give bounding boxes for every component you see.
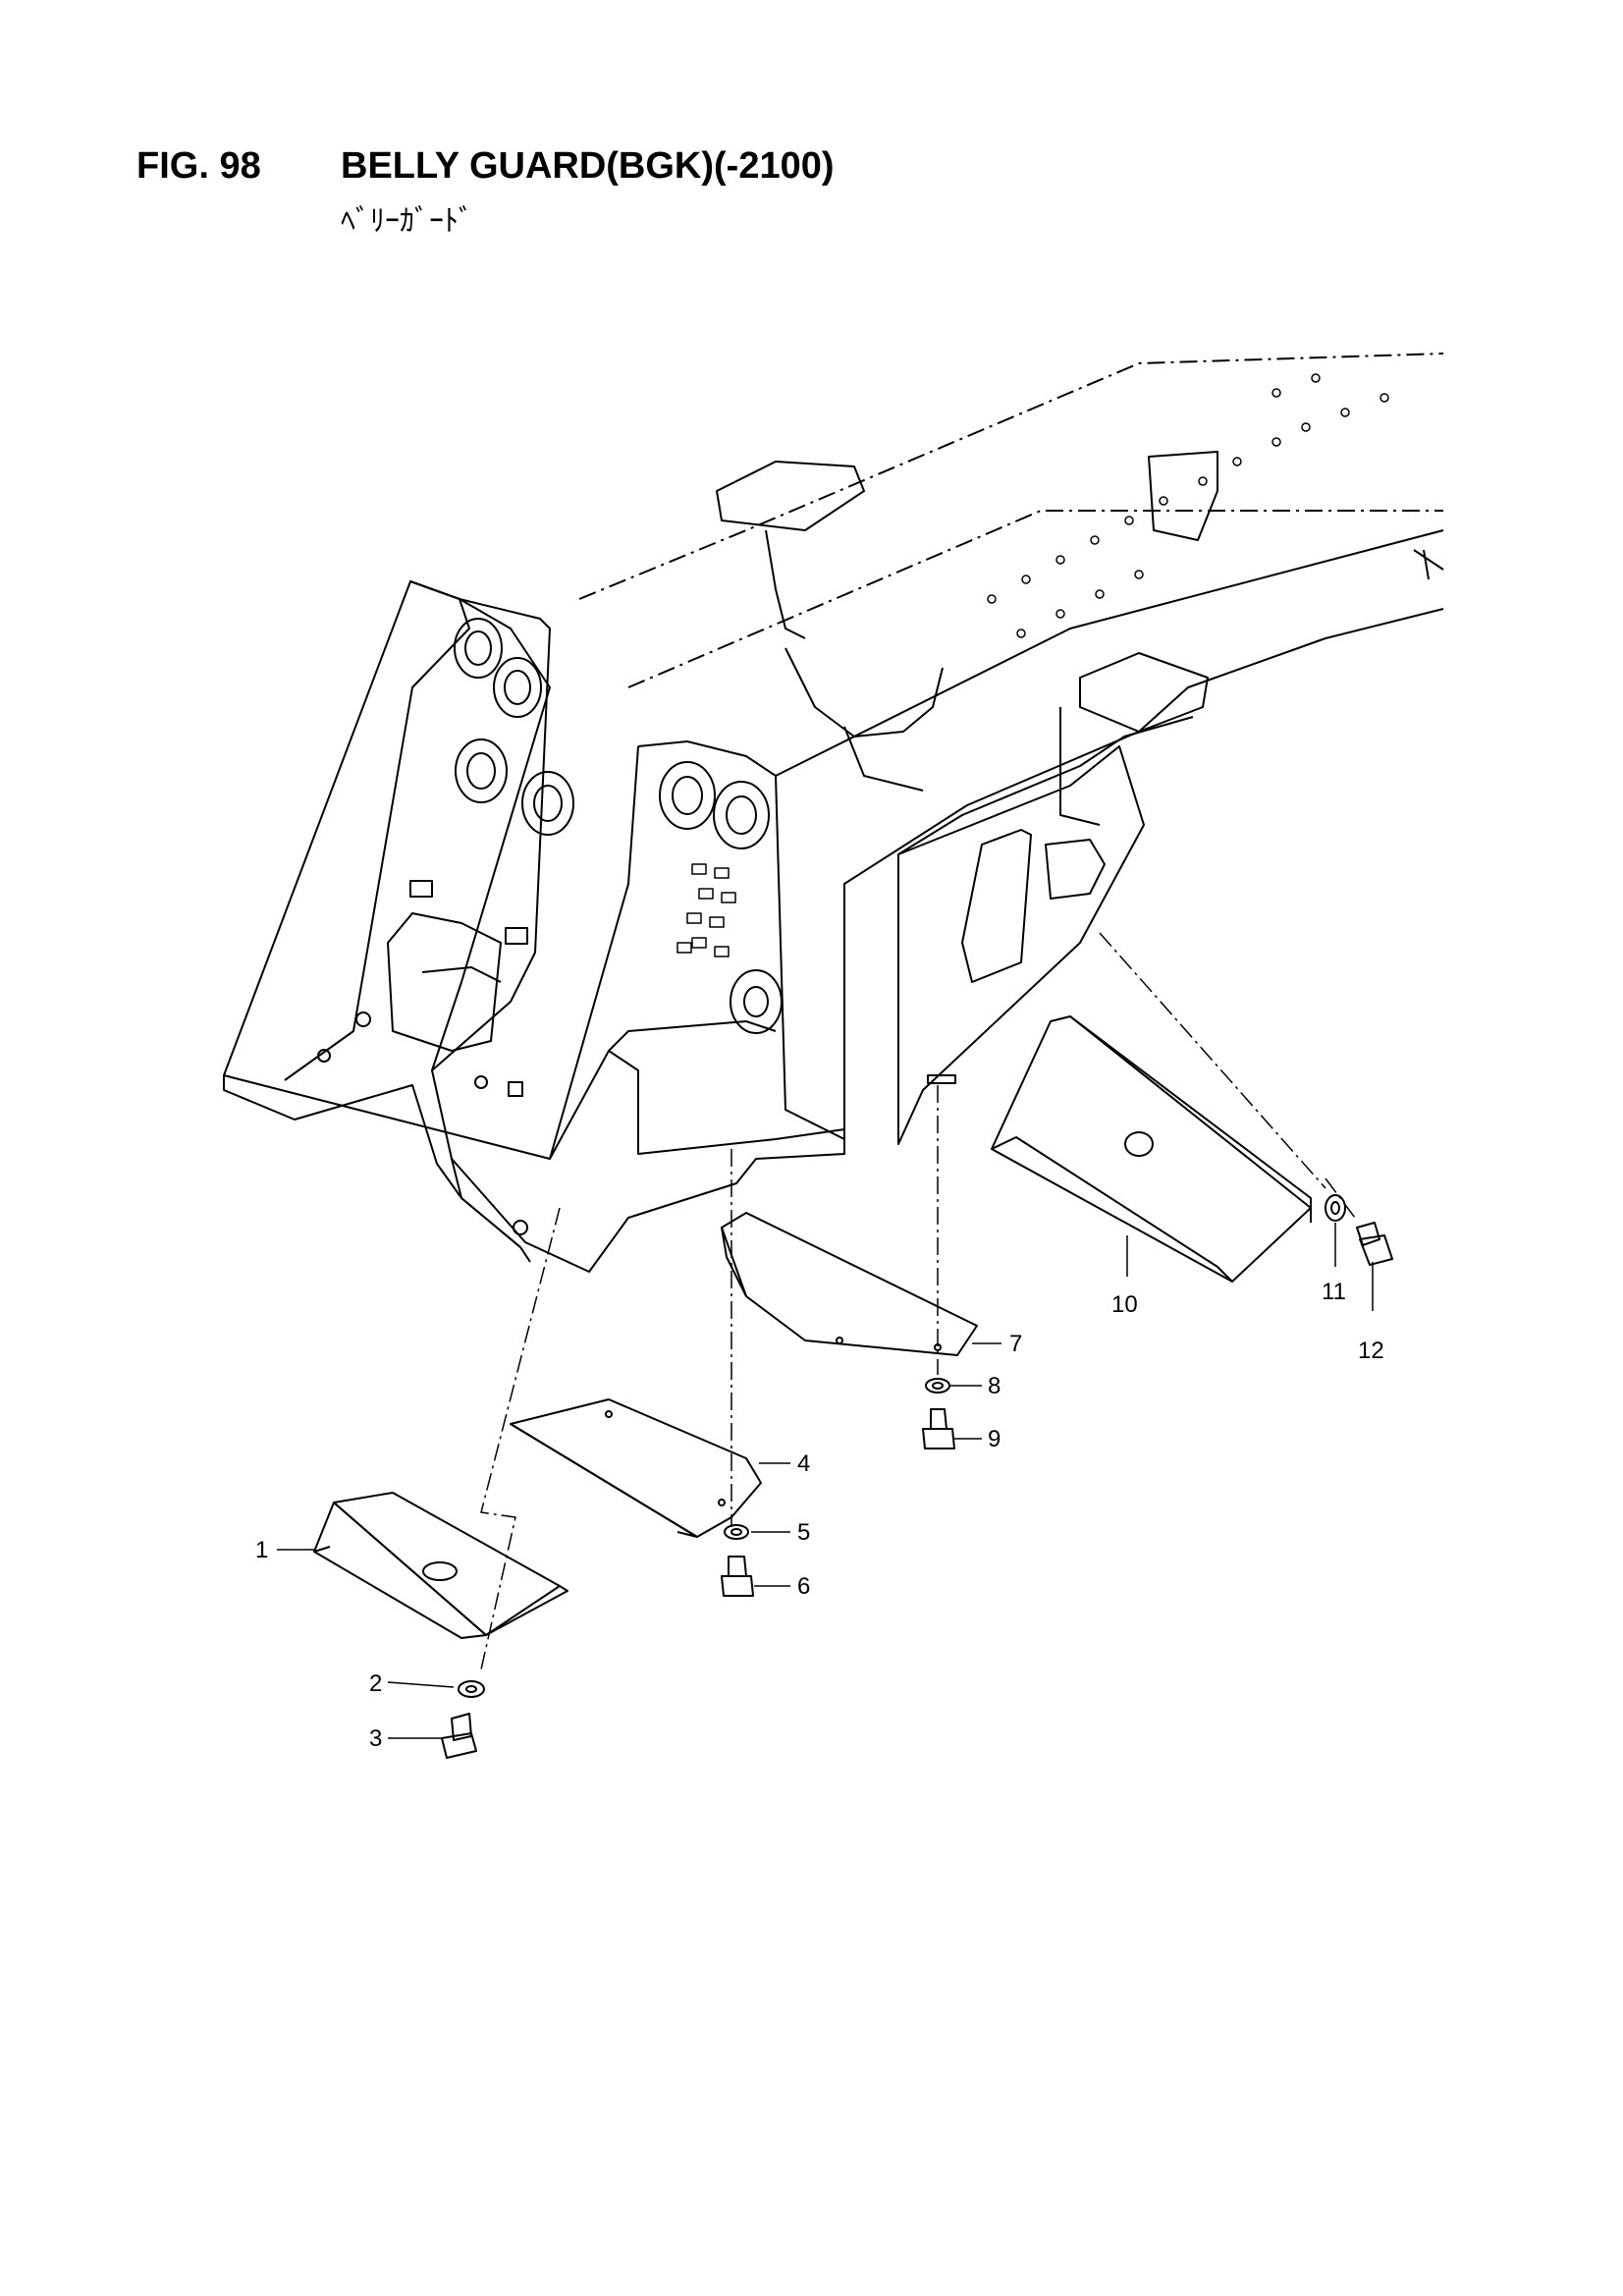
part-12-bolt — [1356, 1222, 1393, 1266]
callout-11: 11 — [1322, 1279, 1346, 1305]
callout-7: 7 — [1009, 1331, 1022, 1357]
figure-subtitle: ﾍﾞﾘｰｶﾞｰﾄﾞ — [341, 205, 473, 238]
part-11-washer — [1325, 1194, 1346, 1222]
callout-1: 1 — [255, 1537, 268, 1563]
callout-8: 8 — [988, 1373, 1001, 1399]
front-frame-outline — [223, 580, 845, 1273]
callout-5: 5 — [797, 1519, 810, 1546]
rear-frame-outline — [578, 353, 1444, 1145]
part-10-rear-guard — [991, 1015, 1312, 1283]
part-4-guard-plate — [510, 1398, 762, 1538]
part-1-belly-guard — [313, 1492, 568, 1639]
figure-title: BELLY GUARD(BGK)(-2100) — [341, 145, 835, 187]
callout-4: 4 — [797, 1450, 810, 1477]
callout-10: 10 — [1111, 1291, 1138, 1318]
callout-leaders — [277, 1223, 1374, 1739]
part-3-bolt — [441, 1713, 477, 1759]
part-5-washer — [724, 1524, 749, 1540]
part-6-bolt — [721, 1556, 754, 1597]
part-9-bolt — [922, 1408, 955, 1449]
figure-number: FIG. 98 — [136, 145, 261, 187]
assembly-lines — [480, 932, 1356, 1670]
callout-labels: 1 2 3 4 5 6 7 8 9 10 11 12 — [255, 1279, 1384, 1752]
callout-12: 12 — [1358, 1338, 1384, 1364]
part-7-guard-plate — [721, 1212, 978, 1356]
part-2-washer — [458, 1680, 485, 1698]
callout-6: 6 — [797, 1573, 810, 1600]
callout-2: 2 — [369, 1670, 382, 1697]
part-8-washer — [925, 1378, 950, 1394]
callout-3: 3 — [369, 1725, 382, 1752]
callout-9: 9 — [988, 1426, 1001, 1452]
